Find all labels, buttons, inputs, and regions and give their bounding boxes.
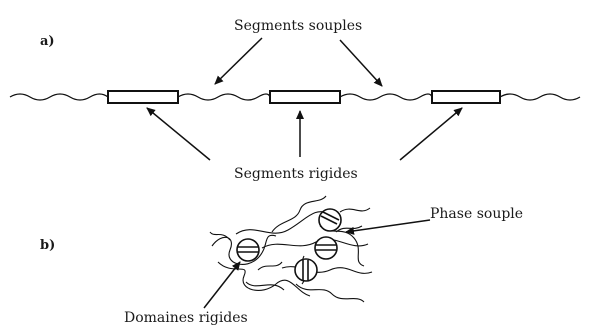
wavy-chain-2 bbox=[178, 94, 270, 100]
rigid-domain bbox=[315, 237, 337, 259]
rigid-segment-1 bbox=[108, 91, 178, 103]
arrow-rigid-domains bbox=[204, 262, 240, 308]
soft-phase-label: Phase souple bbox=[430, 206, 523, 222]
soft-chain-strand bbox=[272, 196, 326, 232]
wavy-chain-4 bbox=[500, 94, 580, 100]
arrow-soft-right bbox=[340, 40, 382, 86]
soft-chain-strand bbox=[246, 282, 284, 290]
polymer-chain bbox=[10, 91, 580, 103]
arrow-rigid-left bbox=[147, 108, 210, 160]
rigid-segments-label: Segments rigides bbox=[234, 166, 358, 182]
arrow-soft-left bbox=[215, 38, 262, 84]
entangled-morphology bbox=[210, 196, 372, 302]
wavy-chain-1 bbox=[10, 94, 108, 100]
panel-b-tag: b) bbox=[40, 238, 55, 253]
soft-segments-label: Segments souples bbox=[234, 18, 362, 34]
rigid-domain bbox=[295, 259, 317, 281]
wavy-chain-3 bbox=[340, 94, 432, 100]
arrow-soft-phase bbox=[346, 220, 430, 232]
rigid-domains-label: Domaines rigides bbox=[124, 310, 248, 325]
soft-chain-strand bbox=[296, 284, 364, 302]
rigid-domain bbox=[319, 209, 341, 231]
rigid-segment-2 bbox=[270, 91, 340, 103]
soft-chain-strand bbox=[258, 262, 282, 270]
arrow-rigid-right bbox=[400, 108, 462, 160]
rigid-segment-3 bbox=[432, 91, 500, 103]
panel-a-tag: a) bbox=[40, 34, 55, 49]
rigid-domain bbox=[237, 239, 259, 261]
soft-chain-strand bbox=[340, 208, 370, 212]
